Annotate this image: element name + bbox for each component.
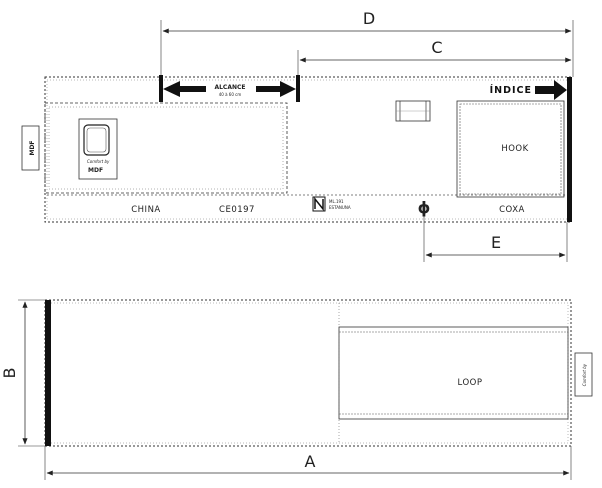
dimension-d-label: D [363, 9, 375, 28]
diameter-symbol: ϕ [418, 198, 431, 217]
indice-label: ÍNDICE [490, 84, 532, 96]
alcance-right-bar [296, 75, 300, 102]
hook-panel-inner [459, 103, 562, 195]
dimension-b-label: B [0, 368, 19, 379]
loop-panel [338, 326, 569, 420]
mdf-logo-text: MDF [29, 140, 36, 155]
dimension-b: B [0, 299, 45, 447]
dimension-a-label: A [305, 452, 316, 471]
model-mark-icon [312, 196, 326, 212]
model-name: ESTANUNA [329, 205, 351, 210]
mdf-side-logo: MDF [21, 125, 40, 171]
side-tag: Comfort by [574, 352, 593, 397]
tag-script: Comfort by [87, 159, 110, 164]
alcance-title: ALCANCE [214, 84, 245, 91]
dimension-a: A [44, 446, 572, 480]
model-code: ML.191 [329, 199, 344, 204]
top-band-outline [44, 76, 572, 223]
side-tag-script: Comfort by [582, 363, 587, 386]
dimension-e-label: E [491, 233, 501, 252]
china-label: CHINA [131, 205, 161, 215]
alcance-label-bg [206, 81, 256, 99]
china-panel [44, 102, 288, 194]
bottom-band: LOOP [44, 299, 572, 447]
bottom-band-inner-outline [47, 302, 569, 444]
alcance-left-bar [159, 75, 163, 102]
dimension-e: E [423, 216, 568, 262]
china-panel-inner [48, 106, 284, 190]
indice-arrow-icon [535, 80, 567, 100]
bottom-band-edge-strip [45, 300, 51, 446]
indice-edge-strip [567, 77, 572, 222]
hook-panel [456, 100, 565, 198]
buckle-icon [395, 100, 431, 122]
product-label-tag: Comfort by MDF [78, 118, 118, 180]
bottom-band-outline [44, 299, 572, 447]
alcance-range: 40 à 60 cm [219, 92, 242, 97]
coxa-label: COXA [499, 205, 525, 215]
loop-label: LOOP [458, 378, 483, 388]
ce-mark: CE0197 [219, 205, 255, 215]
tag-brand: MDF [88, 167, 103, 174]
dimension-c-label: C [431, 38, 442, 57]
dimension-c: C [297, 38, 572, 75]
dimension-d: D [160, 9, 574, 77]
hook-label: HOOK [501, 144, 528, 154]
top-band: Comfort by MDF ALCANCE 40 à 60 cm HOOK Í… [44, 75, 572, 223]
